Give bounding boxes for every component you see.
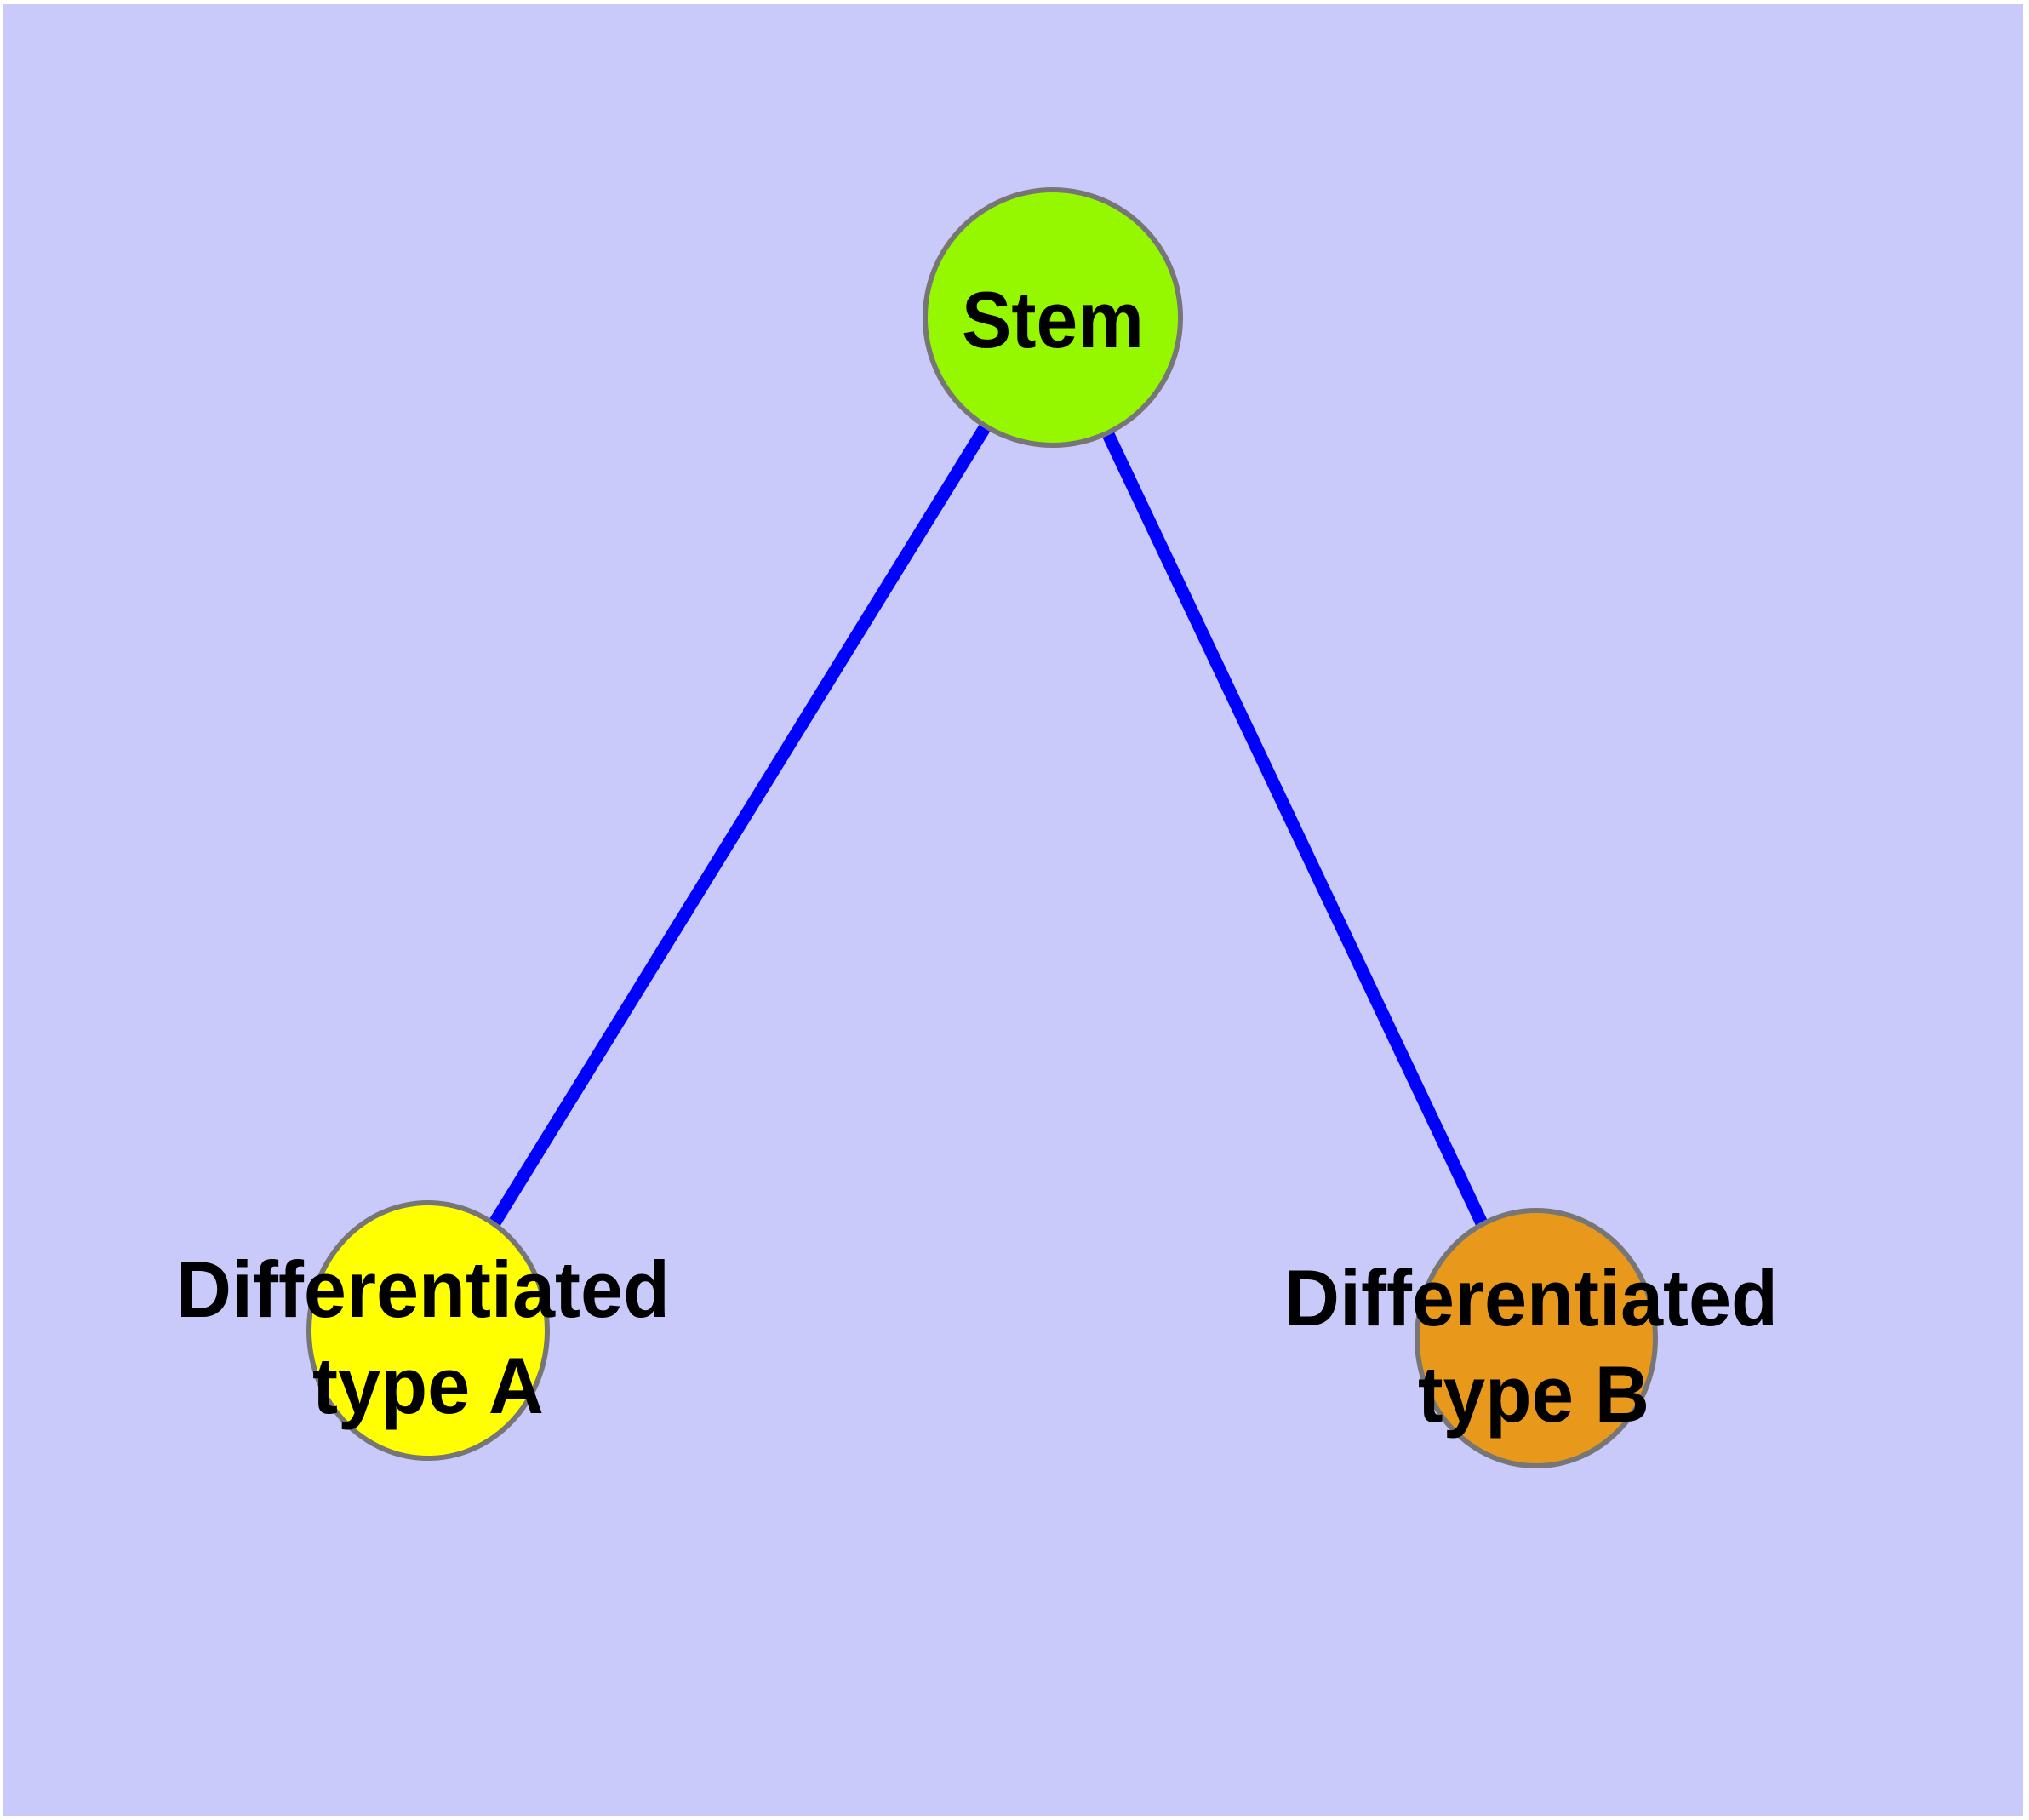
node-stem-label: Stem: [962, 275, 1144, 364]
edge-stem-to-type-b: [1047, 314, 1542, 1342]
node-differentiated-type-a: [306, 1200, 550, 1461]
node-type-a-label-line2: type A: [312, 1341, 544, 1430]
node-type-b-label-line2: type B: [1418, 1349, 1649, 1439]
node-stem: [923, 187, 1183, 448]
edge-stem-to-type-a: [422, 314, 1059, 1334]
node-type-b-label-line1: Differentiated: [1284, 1253, 1778, 1342]
node-type-a-label-line1: Differentiated: [176, 1245, 670, 1334]
node-differentiated-type-b: [1415, 1208, 1658, 1468]
